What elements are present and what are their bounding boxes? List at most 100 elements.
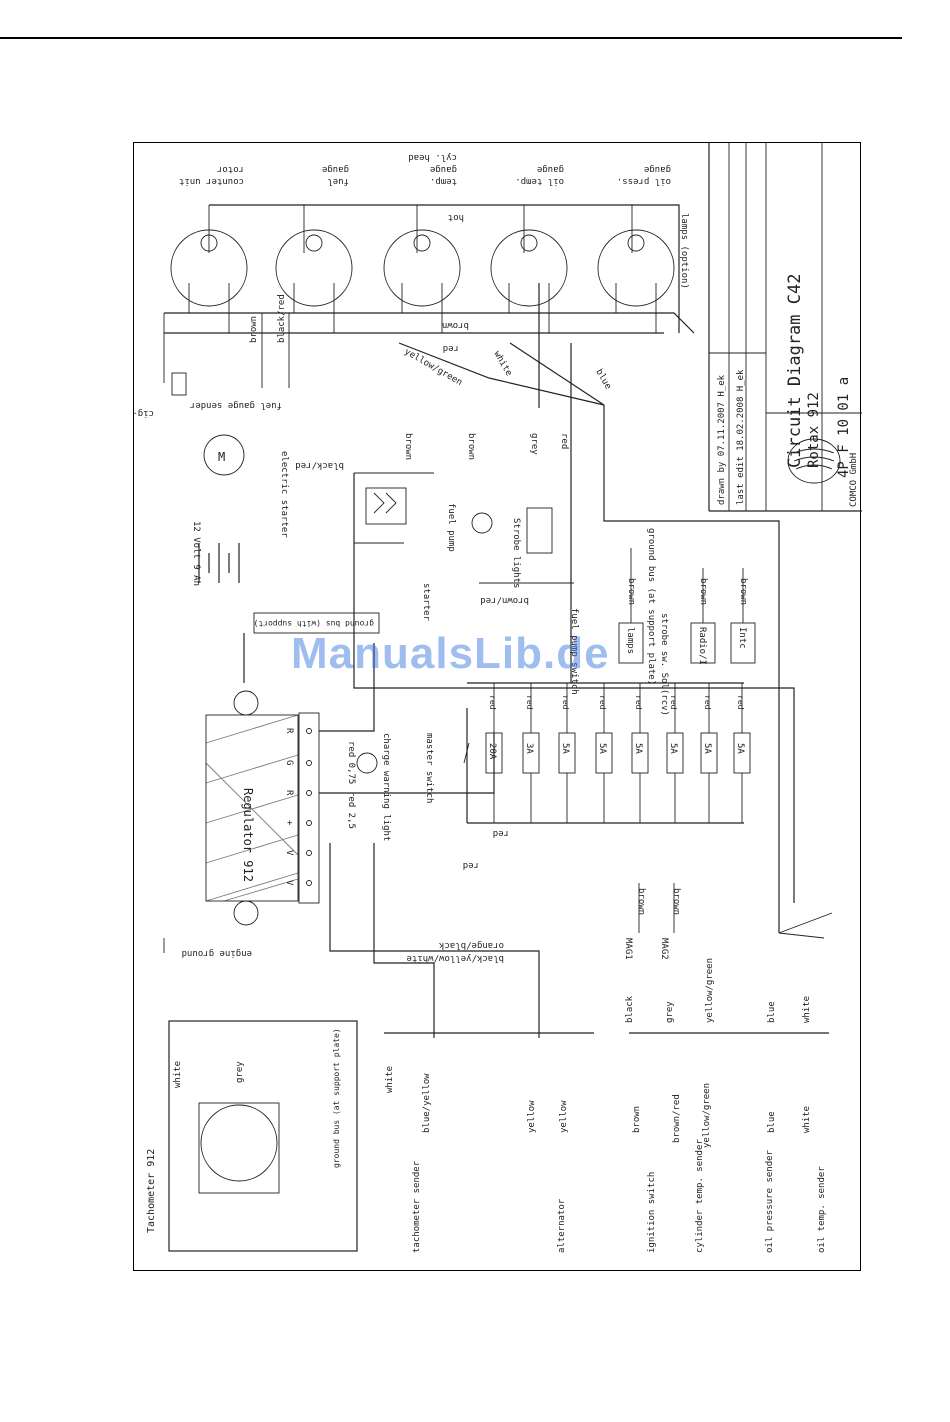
wire-yellow-green-2: yellow/green <box>702 1083 712 1148</box>
red-075-label: red 0,75 <box>346 741 356 784</box>
wire-brown-label: brown <box>249 316 259 343</box>
oil-temp-label: oil temp. sender <box>817 1166 827 1253</box>
wire-black-up: black <box>625 995 635 1023</box>
tach-sender-label: tachometer sender <box>412 1160 422 1253</box>
fuse-label-8: 5A <box>735 743 745 754</box>
tachometer-dial <box>200 1104 278 1182</box>
fuse-1: 20A red <box>485 683 503 823</box>
fuse-label-1: 20A <box>487 743 497 760</box>
brown-intc: brown <box>738 578 748 605</box>
wire-brown-3: brown <box>632 1106 642 1133</box>
drawn-by: drawn by 07.11.2007 H_ek <box>717 374 727 505</box>
fuse-red-6: red <box>669 695 678 710</box>
fuel-pump-label: fuel pump <box>446 503 456 552</box>
gauge-1-l2: counter unit <box>179 176 244 186</box>
regulator-label: Regulator 912 <box>241 788 255 882</box>
black-yellow-white-label: black/yellow/white <box>406 953 504 963</box>
wire-yellow-2: yellow <box>559 1100 569 1133</box>
gauge-5-l1: gauge <box>644 164 671 174</box>
fuel-pump-switch-label: fuel pump switch <box>569 608 579 695</box>
doc-number: 4P F 10 01 a <box>836 377 852 478</box>
wire-blue-up: blue <box>767 1001 777 1023</box>
charge-light-icon <box>356 752 378 774</box>
title-text: Circuit Diagram C42 <box>785 274 805 468</box>
gauge-3-l1: gauge <box>430 164 457 174</box>
fuse-label-2: 3A <box>524 743 534 754</box>
tach-white-label: white <box>173 1061 183 1088</box>
comco-logo <box>787 438 841 484</box>
gauge-4: gauge oil temp. <box>490 164 568 333</box>
wire-yellow-green-up: yellow/green <box>705 958 715 1023</box>
ground-bus-2-label: ground bus (at support plate) <box>646 528 656 685</box>
socket-label: cig-lighter socket <box>134 408 154 418</box>
title-block: Circuit Diagram C42 Rotax 912 4P F 10 01… <box>708 143 862 512</box>
wire-white-2: white <box>385 1066 395 1093</box>
orange-black-label: orange/black <box>438 940 504 950</box>
gauge-3-l3: cyl. head <box>408 152 457 162</box>
fuse-7: 5A red <box>700 683 718 823</box>
wire-yellow-1: yellow <box>527 1100 537 1133</box>
regulator-mount-bottom <box>233 900 259 926</box>
diagram-sheet: Circuit Diagram C42 Rotax 912 4P F 10 01… <box>133 142 862 1271</box>
lamps-label: lamps <box>625 627 635 654</box>
alternator-label: alternator <box>557 1198 567 1253</box>
oil-pressure-label: oil pressure sender <box>765 1149 775 1253</box>
ground-bus <box>253 612 380 634</box>
gauge-3-l2: temp. <box>430 176 457 186</box>
wire-white-label: white <box>491 350 513 378</box>
master-switch-label: master switch <box>424 733 434 803</box>
top-rule <box>0 37 902 39</box>
wire-red-label: red <box>559 433 569 449</box>
gauge-5: gauge oil press. <box>597 164 675 333</box>
fuse-label-6: 5A <box>668 743 678 754</box>
relay-icon <box>353 473 407 543</box>
fuse-label-4: 5A <box>597 743 607 754</box>
gauge-2-l2: fuel <box>327 176 349 186</box>
gauge-1-l1: rotor <box>216 164 244 174</box>
fuse-panel: 20Ared3Ared5Ared5Ared5Ared5Ared5Ared5Are… <box>485 683 751 823</box>
gauge-2: gauge fuel <box>275 164 353 333</box>
mag1-label: MAG1 <box>623 938 633 960</box>
reg-terminal-5: V <box>284 850 294 856</box>
fuse-red-7: red <box>703 695 712 710</box>
gauge-label-brown: brown <box>442 320 469 330</box>
starter-brown-2: brown <box>466 433 476 460</box>
fuse-8: 5A red <box>733 683 751 823</box>
fuse-red-8: red <box>736 695 745 710</box>
strobe-switch-label: strobe sw. Sol(rcv) <box>659 613 669 716</box>
wire-grey-up: grey <box>665 1001 675 1023</box>
starter-black-red: black/red <box>295 460 344 470</box>
fuse-label-3: 5A <box>560 743 570 754</box>
tachometer-frame <box>168 1020 358 1252</box>
regulator-mount-top <box>233 690 259 716</box>
gauge-3: cyl. head gauge temp. <box>383 152 461 333</box>
radio-label: Radio/I <box>697 627 707 665</box>
gauge-4-l2: oil temp. <box>515 176 564 186</box>
electric-starter-icon: M <box>203 434 245 476</box>
wire-blue-label: blue <box>593 368 613 392</box>
brown-radio: brown <box>698 578 708 605</box>
gauge-5-l2: oil press. <box>617 176 671 186</box>
fuse-red-1: red <box>488 695 497 710</box>
strobe-unit <box>526 507 553 554</box>
reg-terminal-4: + <box>284 820 294 826</box>
gauge-4-l1: gauge <box>537 164 564 174</box>
last-edit: last edit 18.02.2008 H_ek <box>736 369 746 505</box>
ground-bus-label: ground bus (with support) <box>254 619 374 628</box>
tachometer-label: Tachometer 912 <box>146 1149 157 1233</box>
engine-ground-label: engine ground <box>182 948 252 958</box>
brown-mag2: brown <box>671 888 681 915</box>
watermark: ManualsLib.de <box>291 629 610 678</box>
charge-light-label: charge warning light <box>381 733 391 841</box>
red-bus-label: red <box>493 828 509 838</box>
wire-blue-2: blue <box>767 1111 777 1133</box>
fuse-red-4: red <box>598 695 607 710</box>
red-bottom-label: red <box>463 860 479 870</box>
gauge-2-l1: gauge <box>322 164 349 174</box>
brown-mag1: brown <box>636 888 646 915</box>
fuse-label-7: 5A <box>702 743 712 754</box>
wire-grey-label: grey <box>529 433 539 455</box>
battery-label: 12 Volt 9 Ah <box>191 521 201 586</box>
